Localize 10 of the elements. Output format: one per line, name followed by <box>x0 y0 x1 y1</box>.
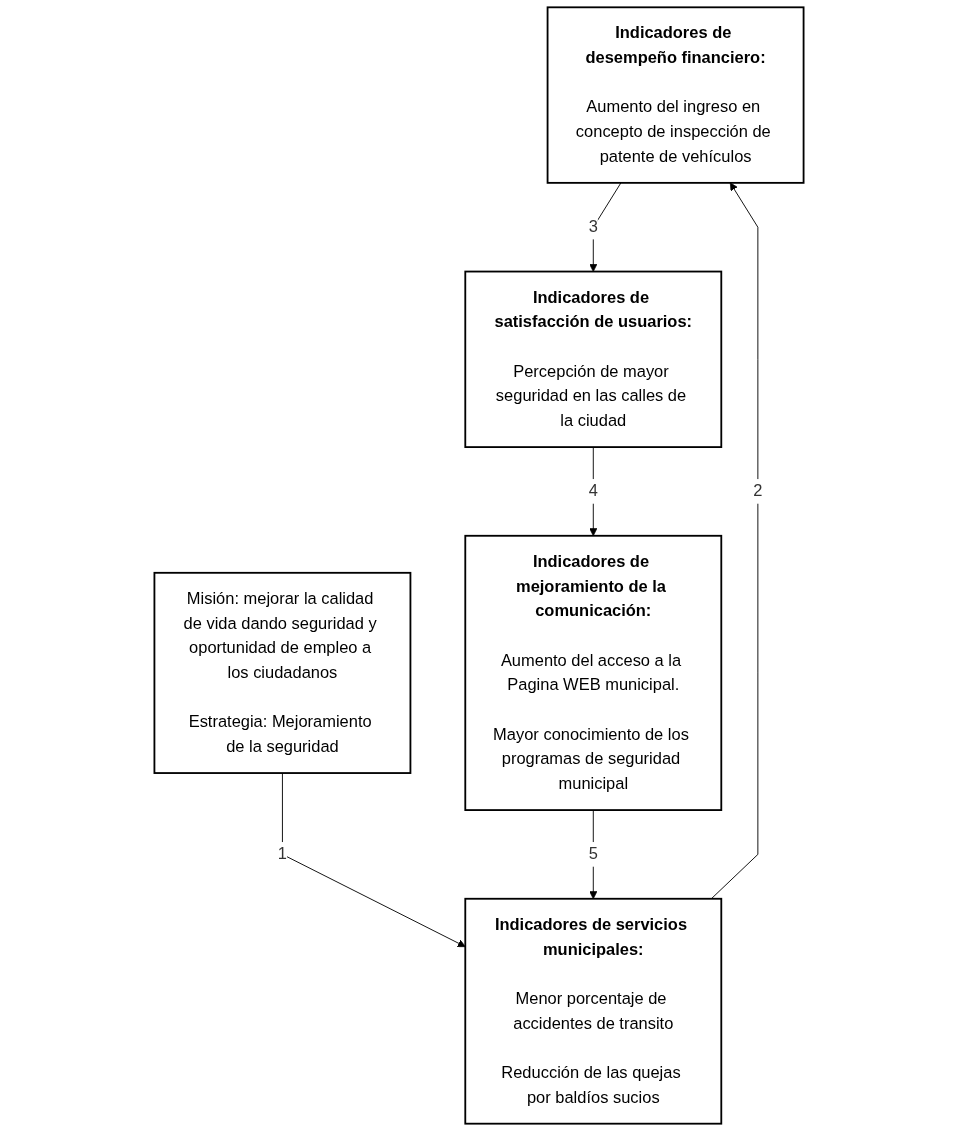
edge-label: 3 <box>588 217 598 236</box>
node-box: Indicadores de satisfacción de usuarios: Percepción de mayor seguridad en las calles de la ciudad <box>464 270 723 448</box>
node-box: Misión: mejorar la calidad de vida dando seguridad y oportunidad de empleo a los ciudadanos Estrategia: Mejoramiento de la seguridad <box>153 571 412 774</box>
node-box: Indicadores de servicios municipales: Menor porcentaje de accidentes de transito Reducción de las quejas por baldíos sucios <box>464 897 723 1125</box>
edge-label: 4 <box>588 481 598 501</box>
edge-label: 1 <box>277 844 287 864</box>
edge-label: 5 <box>588 844 598 864</box>
node-box: Indicadores de mejoramiento de la comunicación: Aumento del acceso a la Pagina WEB municipal. Mayor conocimiento de los programas de seguridad municipal <box>464 534 723 811</box>
node-box: Indicadores de desempeño financiero: Aumento del ingreso en concepto de inspección de patente de vehículos <box>546 6 805 184</box>
edge-label: 2 <box>753 481 763 501</box>
